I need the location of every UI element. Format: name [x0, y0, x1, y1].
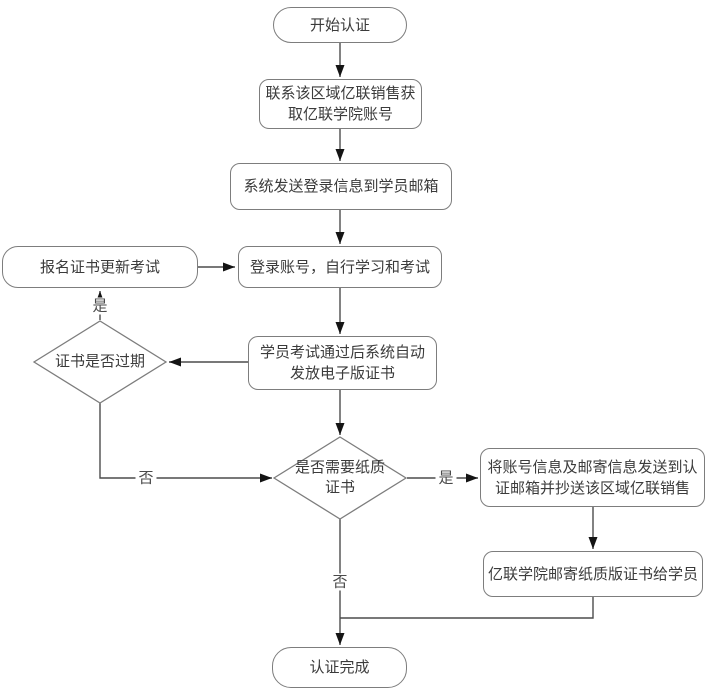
step-system-send-login: 系统发送登录信息到学员邮箱: [230, 163, 452, 210]
step-send-mailing-info: 将账号信息及邮寄信息发送到认证邮箱并抄送该区域亿联销售: [480, 448, 705, 507]
start-node-label: 开始认证: [309, 16, 370, 34]
edge-cert-expired-no-to-need-paper: [99, 403, 272, 483]
end-node: 认证完成: [272, 647, 407, 688]
edge-label-need-paper-yes: 是: [435, 469, 457, 487]
step-enroll-renewal-exam-label: 报名证书更新考试: [39, 258, 160, 276]
decision-cert-expired-label: 证书是否过期: [54, 353, 145, 370]
step-contact-sales: 联系该区域亿联销售获取亿联学院账号: [259, 79, 422, 129]
end-node-label: 认证完成: [309, 659, 370, 676]
edge-label-cert-expired-yes: 是: [89, 297, 111, 315]
step-contact-sales-label: 联系该区域亿联销售获取亿联学院账号: [265, 85, 416, 123]
diamond-shape: [273, 436, 407, 520]
step-login-self-study-label: 登录账号，自行学习和考试: [249, 258, 430, 276]
edge-label-cert-expired-no: 否: [135, 469, 157, 487]
diamond-shape: [33, 320, 167, 404]
step-send-mailing-info-label: 将账号信息及邮寄信息发送到认证邮箱并抄送该区域亿联销售: [487, 458, 698, 497]
start-node: 开始认证: [273, 7, 407, 43]
step-mail-paper-cert-label: 亿联学院邮寄纸质版证书给学员: [487, 565, 698, 583]
edge-mail-cert-to-merge: [340, 597, 594, 619]
step-mail-paper-cert: 亿联学院邮寄纸质版证书给学员: [483, 551, 703, 597]
edge-label-need-paper-no: 否: [329, 573, 351, 591]
decision-cert-expired: 证书是否过期: [33, 320, 167, 404]
step-login-self-study: 登录账号，自行学习和考试: [238, 246, 442, 288]
decision-need-paper-cert: 是否需要纸质证书: [273, 436, 407, 520]
decision-need-paper-cert-label: 是否需要纸质证书: [294, 459, 385, 496]
step-enroll-renewal-exam: 报名证书更新考试: [2, 246, 198, 288]
step-auto-issue-ecert-label: 学员考试通过后系统自动发放电子版证书: [259, 344, 425, 382]
step-system-send-login-label: 系统发送登录信息到学员邮箱: [243, 178, 439, 195]
step-auto-issue-ecert: 学员考试通过后系统自动发放电子版证书: [248, 336, 437, 390]
